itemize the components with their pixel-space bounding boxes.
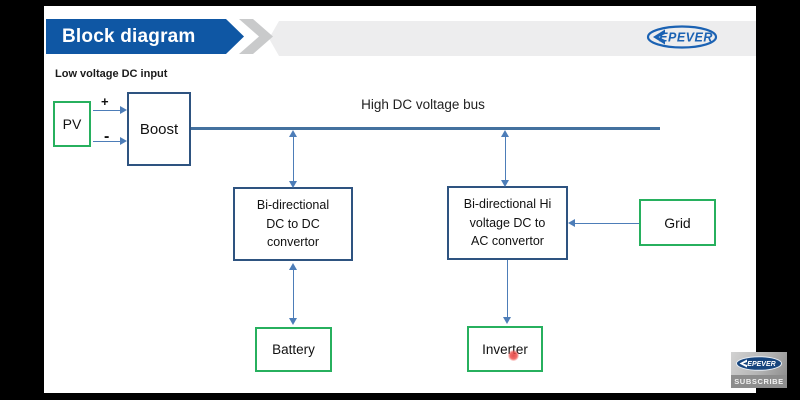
header-banner: Block diagram	[46, 19, 244, 54]
watermark-epever-logo-icon: EPEVER	[736, 356, 782, 371]
bus-dcac-double-arrow	[501, 130, 510, 187]
pv-minus-arrow	[93, 137, 127, 146]
inverter-box: Inverter	[467, 326, 543, 372]
dc-ac-converter-label: Bi-directional Hi voltage DC to AC conve…	[463, 196, 552, 249]
low-voltage-input-label: Low voltage DC input	[55, 68, 168, 80]
high-dc-voltage-bus-line	[191, 127, 660, 130]
pv-plus-arrow	[93, 106, 127, 115]
pv-box-label: PV	[62, 116, 82, 132]
channel-watermark[interactable]: EPEVER SUBSCRIBE	[731, 352, 787, 388]
epever-logo-swoosh-icon: EPEVER	[646, 25, 718, 49]
dc-ac-converter-box: Bi-directional Hi voltage DC to AC conve…	[447, 186, 568, 260]
boost-box-label: Boost	[139, 120, 179, 138]
dcac-inverter-arrow	[503, 260, 512, 324]
dcdc-battery-double-arrow	[289, 263, 298, 325]
dc-dc-converter-box: Bi-directional DC to DC convertor	[233, 187, 353, 261]
laser-pointer-dot	[508, 350, 519, 361]
plus-sign-label: +	[101, 94, 109, 109]
subscribe-button[interactable]: SUBSCRIBE	[731, 375, 787, 388]
boost-box: Boost	[127, 92, 191, 166]
battery-box-label: Battery	[272, 342, 315, 357]
grid-dcac-arrow	[568, 219, 639, 228]
dc-bus-label: High DC voltage bus	[361, 97, 485, 112]
grid-box: Grid	[639, 199, 716, 246]
page-title: Block diagram	[62, 25, 196, 47]
epever-logo: EPEVER	[644, 24, 718, 50]
dc-dc-converter-label: Bi-directional DC to DC convertor	[256, 197, 330, 250]
grid-box-label: Grid	[664, 214, 691, 231]
watermark-epever-logo[interactable]: EPEVER	[731, 352, 787, 375]
inverter-box-label: Inverter	[482, 341, 528, 357]
minus-sign-label: -	[104, 128, 110, 145]
slide-canvas: Block diagram EPEVER Low voltage DC inpu…	[44, 6, 756, 393]
epever-logo-text: EPEVER	[659, 31, 713, 45]
pv-box: PV	[53, 101, 91, 147]
watermark-epever-logo-text: EPEVER	[747, 361, 775, 368]
battery-box: Battery	[255, 327, 332, 372]
header-chevron-icon	[239, 19, 273, 54]
bus-dcdc-double-arrow	[289, 130, 298, 188]
